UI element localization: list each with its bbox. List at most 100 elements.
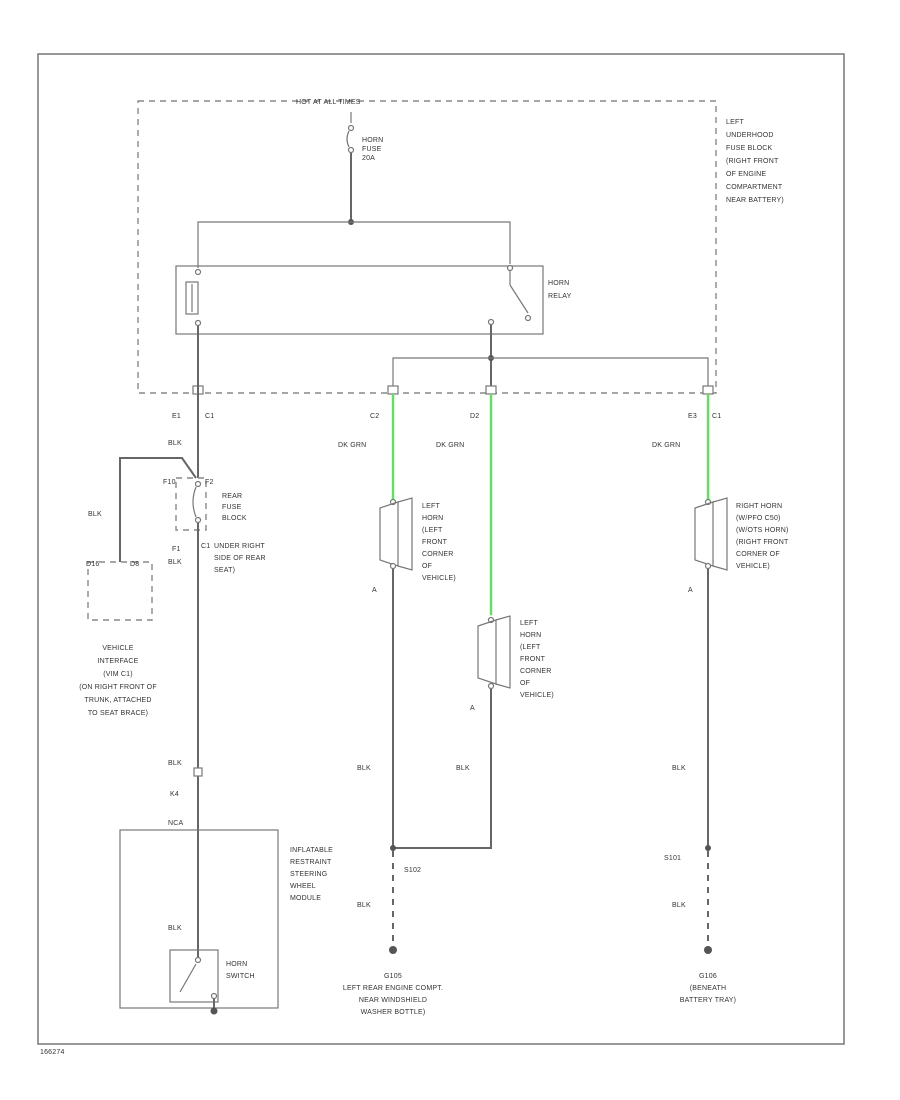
airbag-module-label: INFLATABLE RESTRAINT STEERING WHEEL MODU…: [290, 847, 333, 902]
rear-fuse-pin-f10: F10: [163, 479, 176, 486]
svg-text:WHEEL: WHEEL: [290, 883, 316, 890]
svg-text:LEFT: LEFT: [422, 503, 440, 510]
blk-module-label: BLK: [168, 925, 182, 932]
pin-c1-left-label: C1: [205, 413, 214, 420]
horn-relay-label-1: HORN: [548, 280, 569, 287]
pin-c1-right-label: C1: [712, 413, 721, 420]
svg-text:(W/OTS HORN): (W/OTS HORN): [736, 527, 789, 534]
rear-fuse-c1-label: C1: [201, 543, 210, 550]
pin-a-label-3: A: [688, 587, 693, 594]
svg-text:COMPARTMENT: COMPARTMENT: [726, 184, 783, 191]
svg-text:CORNER OF: CORNER OF: [736, 551, 780, 558]
blk-low-left-label: BLK: [357, 902, 371, 909]
svg-text:HORN: HORN: [520, 632, 541, 639]
rear-fuse-f1-label: F1: [172, 546, 181, 553]
left-horn-2-ground-wire: [393, 689, 492, 849]
s101-label: S101: [664, 855, 681, 862]
left-horn-2: [477, 615, 511, 690]
blk-top-label: BLK: [168, 440, 182, 447]
horn-relay-coil: [185, 268, 202, 327]
connector-d2: [485, 385, 497, 395]
svg-text:VEHICLE): VEHICLE): [422, 575, 456, 582]
horn-fuse-label-1: HORN: [362, 137, 383, 144]
pin-e3-label: E3: [688, 413, 697, 420]
relay-feed-wire: [197, 221, 511, 268]
svg-text:(LEFT: (LEFT: [520, 644, 541, 651]
horn-switch-box: [169, 949, 219, 1003]
g106-label: G106 (BENEATH BATTERY TRAY): [680, 973, 736, 1004]
svg-text:NEAR WINDSHIELD: NEAR WINDSHIELD: [359, 997, 427, 1004]
pin-a-label-2: A: [470, 705, 475, 712]
vim-pin-d8: D8: [130, 561, 139, 568]
left-horn-1-label: LEFT HORN (LEFT FRONT CORNER OF VEHICLE): [422, 503, 456, 582]
horn-fuse-label-3: 20A: [362, 155, 375, 162]
hot-at-all-times-label: HOT AT ALL TIMES: [296, 99, 361, 106]
blk-side-label: BLK: [88, 511, 102, 518]
vehicle-interface-label: VEHICLE INTERFACE (VIM C1) (ON RIGHT FRO…: [79, 645, 157, 717]
svg-text:VEHICLE: VEHICLE: [102, 645, 133, 652]
svg-text:OF: OF: [422, 563, 432, 570]
svg-text:VEHICLE): VEHICLE): [520, 692, 554, 699]
svg-text:BATTERY TRAY): BATTERY TRAY): [680, 997, 736, 1004]
left-horn-2-label: LEFT HORN (LEFT FRONT CORNER OF VEHICLE): [520, 620, 554, 699]
svg-text:(BENEATH: (BENEATH: [690, 985, 726, 992]
svg-text:CORNER: CORNER: [422, 551, 454, 558]
connector-c2: [387, 385, 399, 395]
vim-wire: [119, 457, 197, 562]
pin-d2-label: D2: [470, 413, 479, 420]
pin-c2-label: C2: [370, 413, 379, 420]
svg-text:OF ENGINE: OF ENGINE: [726, 171, 766, 178]
svg-text:(VIM C1): (VIM C1): [103, 671, 133, 678]
horn-fuse: HORN FUSE 20A: [346, 112, 383, 225]
svg-text:(RIGHT FRONT: (RIGHT FRONT: [736, 539, 789, 546]
g105-ground-symbol: [389, 946, 397, 954]
blk-below-fuse-label: BLK: [168, 559, 182, 566]
svg-text:FUSE: FUSE: [222, 504, 242, 511]
blk-mid-right-label: BLK: [672, 765, 686, 772]
svg-text:LEFT REAR ENGINE COMPT.: LEFT REAR ENGINE COMPT.: [343, 985, 443, 992]
svg-text:(LEFT: (LEFT: [422, 527, 443, 534]
rear-fuse-block-label: REAR FUSE BLOCK: [222, 493, 247, 522]
svg-text:SEAT): SEAT): [214, 567, 235, 574]
svg-text:LEFT: LEFT: [726, 119, 744, 126]
svg-text:FRONT: FRONT: [520, 656, 546, 663]
underhood-fuse-block-boundary: [137, 100, 717, 394]
g105-label: G105 LEFT REAR ENGINE COMPT. NEAR WINDSH…: [343, 973, 443, 1016]
figure-id: 166274: [40, 1049, 65, 1056]
dk-grn-label-2: DK GRN: [436, 442, 464, 449]
pin-a-label-1: A: [372, 587, 377, 594]
svg-text:G106: G106: [699, 973, 717, 980]
svg-text:INTERFACE: INTERFACE: [97, 658, 138, 665]
blk-mid-center-label: BLK: [456, 765, 470, 772]
svg-text:MODULE: MODULE: [290, 895, 321, 902]
outer-frame: [37, 53, 845, 1045]
horn-switch-label-2: SWITCH: [226, 973, 255, 980]
svg-text:RIGHT HORN: RIGHT HORN: [736, 503, 782, 510]
horn-switch-label-1: HORN: [226, 961, 247, 968]
steering-wheel-module: [119, 829, 279, 1009]
rear-fuse-block: [175, 477, 207, 531]
svg-text:CORNER: CORNER: [520, 668, 552, 675]
connector-k4: [193, 767, 203, 777]
svg-text:STEERING: STEERING: [290, 871, 327, 878]
svg-text:SIDE OF REAR: SIDE OF REAR: [214, 555, 266, 562]
svg-text:UNDERHOOD: UNDERHOOD: [726, 132, 774, 139]
svg-text:REAR: REAR: [222, 493, 242, 500]
blk-low-right-label: BLK: [672, 902, 686, 909]
horn-relay-switch: [487, 264, 532, 326]
g106-ground-symbol: [704, 946, 712, 954]
underhood-fuse-block-label: LEFT UNDERHOOD FUSE BLOCK (RIGHT FRONT O…: [726, 119, 784, 204]
pin-k4-label: K4: [170, 791, 179, 798]
svg-text:(ON RIGHT FRONT OF: (ON RIGHT FRONT OF: [79, 684, 157, 691]
blk-steer-label: BLK: [168, 760, 182, 767]
vim-pin-d16: D16: [86, 561, 99, 568]
svg-text:WASHER BOTTLE): WASHER BOTTLE): [361, 1009, 426, 1016]
right-horn-label: RIGHT HORN (W/PFO C50) (W/OTS HORN) (RIG…: [736, 503, 789, 570]
blk-mid-left-label: BLK: [357, 765, 371, 772]
svg-text:RESTRAINT: RESTRAINT: [290, 859, 332, 866]
dk-grn-label-1: DK GRN: [338, 442, 366, 449]
horn-relay-box: [175, 265, 544, 335]
rear-fuse-location-label: UNDER RIGHT SIDE OF REAR SEAT): [214, 543, 266, 574]
horn-switch: [179, 956, 218, 1015]
